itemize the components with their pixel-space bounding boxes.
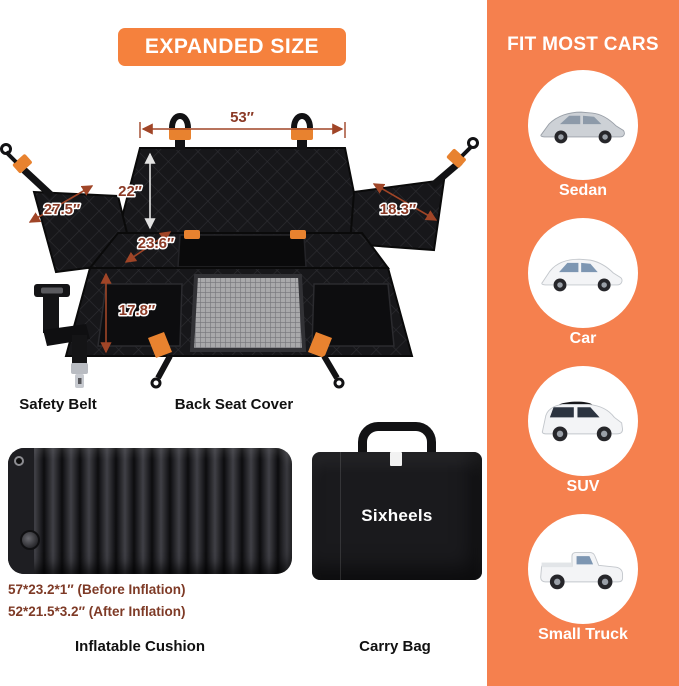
- bottom-strap-right-icon: [321, 354, 345, 389]
- safety-belt-illustration: [34, 284, 90, 388]
- left-strap-buckle-icon: [0, 143, 55, 199]
- corner-accent-left-icon: [148, 332, 172, 358]
- vehicle-label-small-truck: Small Truck: [538, 626, 628, 643]
- headrest-buckle-right-icon: [291, 113, 313, 150]
- inflatable-cushion-illustration: [8, 448, 292, 574]
- back-seat-cover-diagram: 53″ 22″ 27.5″ 18.3″ 23.6″ 17.8″: [0, 108, 479, 389]
- carry-bag-label: Carry Bag: [359, 638, 431, 655]
- dim-label-top-width: 53″: [230, 109, 254, 126]
- bottom-strap-left-icon: [150, 354, 173, 389]
- fit-most-cars-sidebar: FIT MOST CARS Sedan Car: [487, 0, 679, 686]
- bag-tag-icon: [390, 452, 402, 466]
- inflatable-cushion-label: Inflatable Cushion: [74, 638, 205, 655]
- suv-image-circle: [528, 366, 638, 476]
- vehicle-label-car: Car: [569, 330, 597, 347]
- dim-label-seat-depth: 23.6″: [138, 235, 174, 252]
- vehicle-label-sedan: Sedan: [558, 182, 607, 199]
- back-panel: [116, 147, 364, 234]
- dim-line-right-flap: [372, 183, 438, 221]
- cushion-spec-after: 52*21.5*3.2″ (After Inflation): [8, 604, 186, 619]
- dim-label-front-height: 17.8″: [119, 302, 155, 319]
- carry-bag-illustration: Sixheels: [312, 452, 482, 580]
- car-icon: [541, 258, 623, 292]
- cushion-valve-small-icon: [14, 456, 24, 466]
- mesh-window: [189, 274, 307, 352]
- pickup-truck-icon: [540, 551, 624, 590]
- inset-clip-left-icon: [184, 230, 200, 239]
- folded-flap-inset: [177, 234, 307, 268]
- right-strap-buckle-icon: [429, 137, 479, 189]
- headrest-buckle-left-icon: [169, 113, 191, 150]
- dim-line-seat-depth: [124, 231, 172, 263]
- sedan-icon: [540, 111, 625, 144]
- dim-label-right-flap: 18.3″: [380, 201, 416, 218]
- carry-bag-handle: [358, 422, 436, 460]
- right-pocket: [311, 283, 395, 347]
- back-seat-cover-label: Back Seat Cover: [174, 396, 294, 413]
- bag-brand-text: Sixheels: [361, 506, 433, 525]
- sedan-image-circle: [528, 70, 638, 180]
- corner-accent-right-icon: [308, 332, 332, 358]
- dim-label-back-height: 22″: [118, 183, 142, 200]
- expanded-size-badge: EXPANDED SIZE: [118, 28, 346, 66]
- vehicle-label-suv: SUV: [566, 478, 600, 495]
- sidebar-title: FIT MOST CARS: [507, 34, 659, 55]
- dim-line-left-flap: [28, 185, 94, 223]
- car-image-circle: [528, 218, 638, 328]
- bag-seam: [340, 452, 341, 580]
- small-truck-image-circle: [528, 514, 638, 624]
- safety-belt-label: Safety Belt: [19, 396, 97, 413]
- cushion-spec-before: 57*23.2*1″ (Before Inflation): [8, 582, 186, 597]
- dim-label-left-flap: 27.5″: [44, 201, 80, 218]
- cushion-flap: [8, 448, 34, 574]
- suv-icon: [541, 401, 624, 442]
- cushion-valve-big-icon: [20, 530, 40, 550]
- inset-clip-right-icon: [290, 230, 306, 239]
